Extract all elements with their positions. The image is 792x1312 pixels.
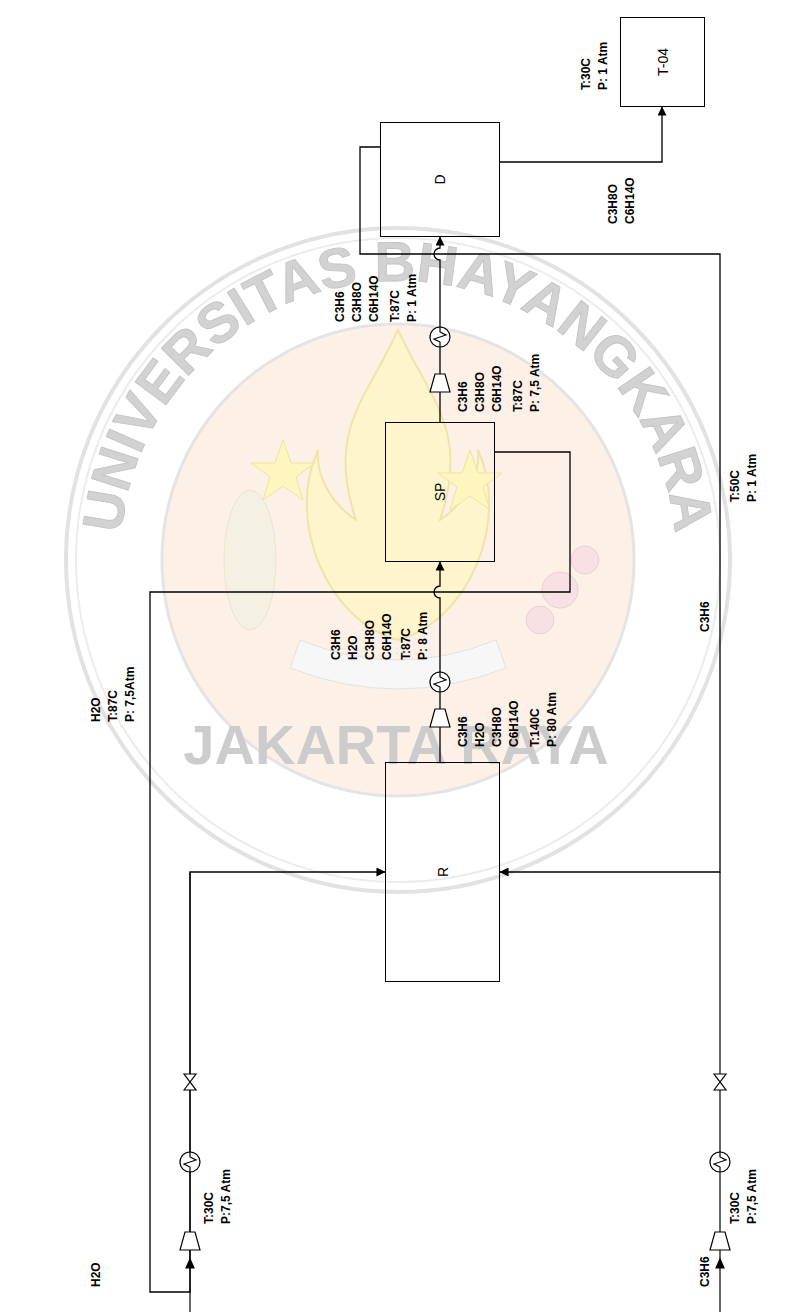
stream-label: C3H8O: [489, 707, 506, 747]
stream-label: P: 1 Atm: [744, 454, 761, 502]
stream-label: T:87C: [398, 628, 415, 660]
stream-label: C6H14O: [489, 365, 506, 412]
svg-text:UNIVERSITAS BHAYANGKARA: UNIVERSITAS BHAYANGKARA: [70, 230, 726, 536]
stream-label: C3H6: [455, 381, 472, 412]
stream-label: P: 1 Atm: [595, 42, 612, 90]
equipment-label: SP: [432, 483, 448, 502]
stream-label: T:30C: [727, 1192, 744, 1224]
flow-arrow: [186, 1259, 194, 1268]
compressor-symbol: [430, 709, 450, 727]
equipment-box: D: [380, 122, 500, 237]
stream-label: C3H6: [697, 601, 714, 632]
stream-label: P: 8 Atm: [415, 612, 432, 660]
stream-label: C3H6: [455, 716, 472, 747]
stream-label: C3H8O: [605, 184, 622, 224]
stream-label: C3H8O: [362, 620, 379, 660]
stream-label: H2O: [472, 722, 489, 747]
stream-label: P: 1 Atm: [404, 274, 421, 322]
compressor-symbol: [180, 1232, 200, 1250]
stream-label: C3H8O: [349, 282, 366, 322]
stream-label: P: 7,5Atm: [122, 667, 139, 722]
stream-label: C6H14O: [366, 275, 383, 322]
equipment-label: D: [432, 174, 448, 184]
stream-label: T:87C: [105, 690, 122, 722]
compressor-symbol: [710, 1232, 730, 1250]
heat-exchanger-symbol: [184, 1152, 196, 1172]
process-stream: [500, 107, 662, 162]
stream-label: C3H6: [697, 1256, 714, 1287]
valve-symbol: [184, 1074, 196, 1090]
compressor-symbol: [430, 374, 450, 392]
heat-exchanger-symbol: [180, 1152, 200, 1172]
equipment-box: SP: [385, 422, 495, 562]
flow-arrow: [716, 1259, 724, 1268]
stream-label: C3H6: [332, 291, 349, 322]
stream-label: T:30C: [201, 1192, 218, 1224]
stream-label: T:50C: [727, 470, 744, 502]
heat-exchanger-symbol: [434, 672, 446, 692]
stream-label: T:140C: [527, 708, 544, 747]
valve-symbol: [714, 1074, 726, 1090]
equipment-label: T-04: [655, 48, 671, 76]
heat-exchanger-symbol: [434, 327, 446, 347]
stream-label: P:7,5 Atm: [218, 1169, 235, 1224]
equipment-label: R: [435, 867, 451, 877]
stream-label: C6H14O: [506, 700, 523, 747]
heat-exchanger-symbol: [714, 1152, 726, 1172]
watermark-text: UNIVERSITAS BHAYANGKARA: [70, 230, 726, 536]
heat-exchanger-symbol: [430, 672, 450, 692]
equipment-box: R: [385, 762, 500, 982]
stream-label: C6H14O: [379, 613, 396, 660]
stream-label: C6H14O: [622, 177, 639, 224]
stream-label: C3H6: [328, 629, 345, 660]
stream-label: H2O: [88, 1262, 105, 1287]
equipment-box: T-04: [620, 17, 705, 107]
stream-label: H2O: [345, 635, 362, 660]
stream-label: P: 7,5 Atm: [527, 354, 544, 412]
heat-exchanger-symbol: [430, 327, 450, 347]
process-stream: [360, 147, 720, 872]
stream-label: T:87C: [387, 290, 404, 322]
stream-label: T:30C: [578, 58, 595, 90]
stream-label: P: 80 Atm: [544, 692, 561, 747]
stream-label: C3H8O: [472, 372, 489, 412]
stream-label: P:7,5 Atm: [744, 1169, 761, 1224]
heat-exchanger-symbol: [710, 1152, 730, 1172]
stream-label: T:87C: [510, 380, 527, 412]
stream-label: H2O: [88, 697, 105, 722]
